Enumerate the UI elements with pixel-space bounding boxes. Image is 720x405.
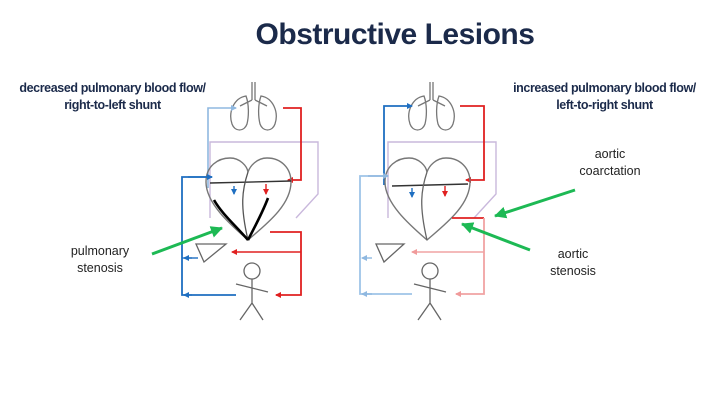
mixing-outline xyxy=(387,141,497,219)
right-heading-line2: left-to-right shunt xyxy=(556,98,653,112)
person-icon xyxy=(235,262,269,321)
pulmonary-vein-flow xyxy=(460,105,485,183)
pulmonary-stenosis-label: pulmonary stenosis xyxy=(70,244,130,275)
heart-icon xyxy=(384,157,471,241)
right-panel-heading: increased pulmonary blood flow/ left-to-… xyxy=(502,80,707,114)
right-circulation-diagram xyxy=(359,82,576,321)
pulmonary-artery-flow xyxy=(207,105,237,188)
pulmonary-vein-flow xyxy=(283,107,302,183)
pulmonary-artery-flow xyxy=(383,103,413,185)
heart-icon xyxy=(205,157,292,241)
pulmonary-stenosis-arrow xyxy=(151,226,223,256)
aortic-stenosis-label: aortic stenosis xyxy=(550,247,596,278)
systemic-arterial-output xyxy=(455,218,485,297)
left-heading-line1: decreased pulmonary blood flow/ xyxy=(19,81,206,95)
slide-title: Obstructive Lesions xyxy=(255,18,535,51)
right-heading-line1: increased pulmonary blood flow/ xyxy=(513,81,696,95)
body-triangle-icon xyxy=(194,243,228,264)
left-panel-heading: decreased pulmonary blood flow/ right-to… xyxy=(10,80,215,114)
aortic-coarctation-arrow xyxy=(494,188,576,219)
body-triangle-icon xyxy=(374,243,406,264)
aortic-stenosis-arrow xyxy=(461,222,531,252)
left-heading-line2: right-to-left shunt xyxy=(64,98,161,112)
lungs-icon xyxy=(408,82,455,131)
lungs-icon xyxy=(230,82,277,131)
systemic-arterial-output xyxy=(270,231,302,298)
left-circulation-diagram xyxy=(151,82,319,321)
systemic-venous-return xyxy=(359,175,412,295)
person-icon xyxy=(413,262,447,321)
aortic-coarctation-label: aortic coarctation xyxy=(579,147,641,178)
